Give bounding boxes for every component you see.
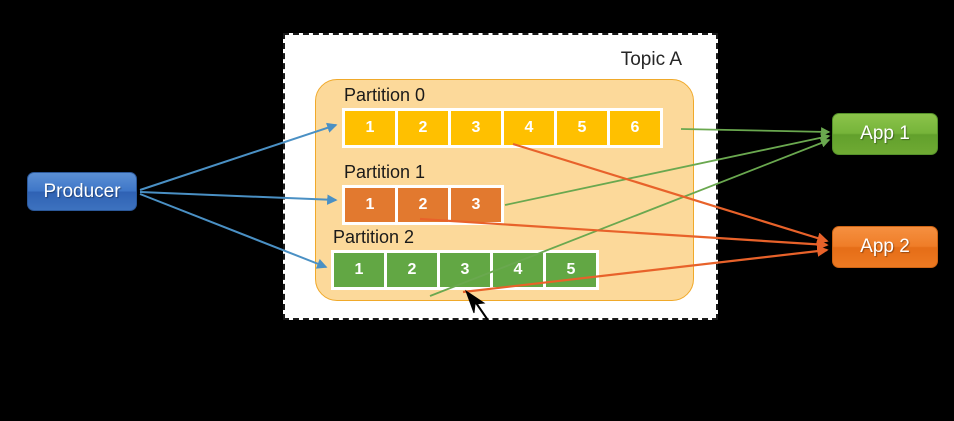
producer-node[interactable]: Producer — [27, 172, 137, 211]
partition-0-cell: 2 — [398, 111, 448, 145]
partition-1: Partition 1 1 2 3 — [342, 163, 504, 225]
partition-0-cells: 1 2 3 4 5 6 — [342, 108, 663, 148]
partition-1-cell: 3 — [451, 188, 501, 222]
topic-label: Topic A — [620, 49, 682, 70]
partition-2-cell: 3 — [440, 253, 490, 287]
partition-0-label: Partition 0 — [344, 85, 426, 105]
partition-0-cell: 3 — [451, 111, 501, 145]
partition-0: Partition 0 1 2 3 4 5 6 — [342, 86, 663, 148]
partition-2: Partition 2 1 2 3 4 5 — [331, 228, 599, 290]
partition-1-cell: 2 — [398, 188, 448, 222]
partition-2-cell: 2 — [387, 253, 437, 287]
partition-2-cell: 1 — [334, 253, 384, 287]
partition-0-cell: 5 — [557, 111, 607, 145]
partition-2-cell: 4 — [493, 253, 543, 287]
partition-1-cells: 1 2 3 — [342, 185, 504, 225]
partition-0-cell: 6 — [610, 111, 660, 145]
partition-2-cell: 5 — [546, 253, 596, 287]
app1-label: App 1 — [860, 123, 910, 144]
app2-node[interactable]: App 2 — [832, 226, 938, 268]
partition-2-cells: 1 2 3 4 5 — [331, 250, 599, 290]
partition-2-label: Partition 2 — [333, 227, 415, 247]
partition-1-cell: 1 — [345, 188, 395, 222]
app2-label: App 2 — [860, 236, 910, 257]
partition-0-cell: 1 — [345, 111, 395, 145]
app1-node[interactable]: App 1 — [832, 113, 938, 155]
partition-1-label: Partition 1 — [344, 162, 426, 182]
producer-label: Producer — [43, 180, 121, 202]
partition-0-cell: 4 — [504, 111, 554, 145]
